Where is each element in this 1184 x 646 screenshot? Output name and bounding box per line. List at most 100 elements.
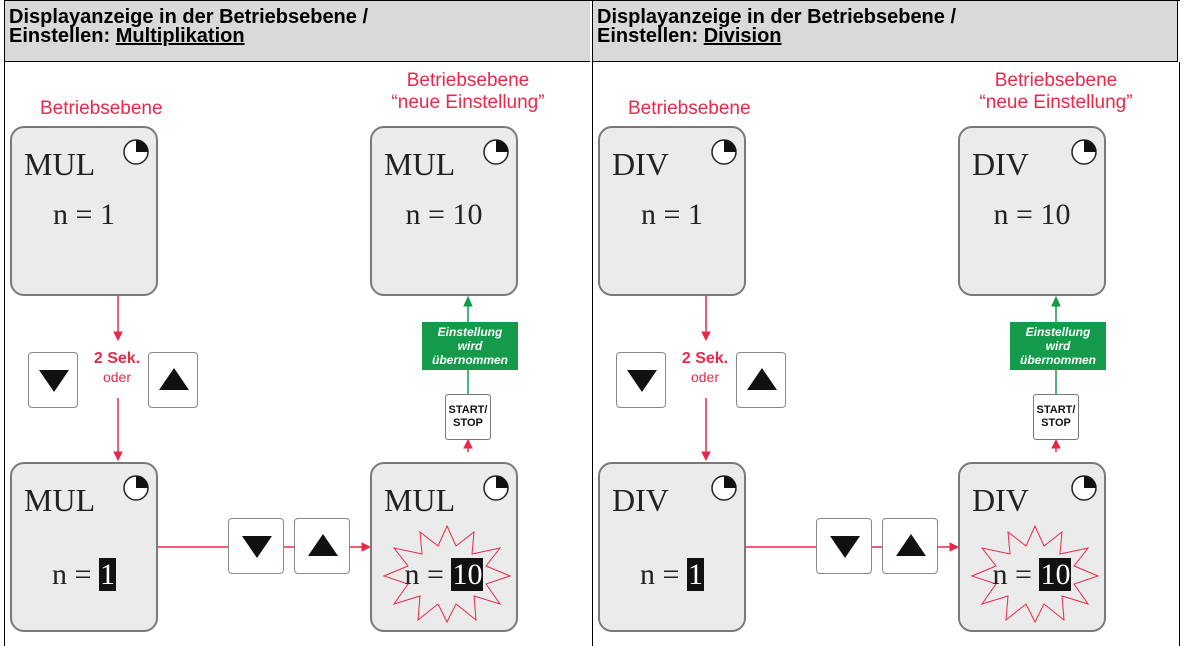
- triangle-down-icon: [39, 370, 69, 392]
- display-value: n = 10: [372, 558, 516, 592]
- up-button[interactable]: [148, 352, 198, 408]
- middle-divider: [592, 62, 593, 646]
- display-inverted-digits: 10: [1039, 558, 1072, 591]
- triangle-down-icon: [627, 370, 657, 392]
- panel-header: Displayanzeige in der Betriebsebene / Ei…: [4, 0, 590, 62]
- panel-multiplikation: Displayanzeige in der Betriebsebene / Ei…: [4, 0, 592, 646]
- triangle-up-icon: [159, 368, 189, 390]
- label-neu-line2: “neue Einstellung”: [979, 92, 1133, 113]
- triangle-down-icon: [242, 536, 272, 558]
- down-button[interactable]: [28, 352, 78, 408]
- display-prefix: n =: [404, 558, 452, 591]
- hold-hint: 2 Sek. oder: [670, 350, 740, 386]
- display-inverted-digit: 1: [686, 558, 704, 591]
- hold-seconds: 2 Sek.: [93, 350, 141, 367]
- display-prefix: n =: [52, 558, 99, 591]
- display-top-right: DIV n = 10: [958, 126, 1106, 296]
- header-prefix: Einstellen:: [597, 25, 704, 47]
- starburst-highlight-icon: [970, 524, 1100, 624]
- down-button[interactable]: [816, 518, 872, 574]
- display-mode: DIV: [612, 482, 669, 518]
- triangle-up-icon: [308, 534, 338, 556]
- clock-quarter-icon: [1071, 475, 1097, 501]
- arrow-confirm-to-top: [1051, 295, 1061, 322]
- confirm-note: Einstellung wird übernommen: [1010, 322, 1106, 370]
- triangle-up-icon: [896, 534, 926, 556]
- display-bottom-right: DIV n = 10: [958, 462, 1106, 632]
- start-stop-line-1: START/: [448, 404, 488, 416]
- display-bottom-left: DIV n = 1: [598, 462, 746, 632]
- start-stop-line-2: STOP: [1041, 417, 1071, 429]
- start-stop-button[interactable]: START/ STOP: [1033, 394, 1079, 440]
- display-value: n = 1: [53, 198, 115, 231]
- confirm-line-1: Einstellung: [1025, 325, 1091, 339]
- oder-label: oder: [690, 369, 720, 385]
- display-mode: MUL: [384, 146, 456, 182]
- display-mode: DIV: [972, 146, 1029, 182]
- display-value: n = 10: [960, 558, 1104, 592]
- confirm-line-3: übernommen: [1019, 353, 1096, 367]
- display-bottom-left: MUL n = 1: [10, 462, 158, 632]
- confirm-line-1: Einstellung: [437, 325, 503, 339]
- label-neu-line2: “neue Einstellung”: [391, 92, 545, 113]
- up-button[interactable]: [736, 352, 786, 408]
- label-betriebsebene: Betriebsebene: [40, 98, 163, 119]
- display-mode: MUL: [24, 146, 96, 182]
- start-stop-button[interactable]: START/ STOP: [445, 394, 491, 440]
- triangle-up-icon: [747, 368, 777, 390]
- oder-label: oder: [102, 369, 132, 385]
- up-button[interactable]: [294, 518, 350, 574]
- clock-quarter-icon: [483, 139, 509, 165]
- down-button[interactable]: [616, 352, 666, 408]
- panel-division: Displayanzeige in der Betriebsebene / Ei…: [592, 0, 1180, 646]
- clock-quarter-icon: [123, 139, 149, 165]
- arrow-bottom-to-updown: [158, 542, 372, 552]
- display-inverted-digit: 1: [98, 558, 116, 591]
- label-neu-line1: Betriebsebene: [406, 70, 530, 91]
- clock-quarter-icon: [1071, 139, 1097, 165]
- display-bottom-right: MUL n = 10: [370, 462, 518, 632]
- left-border: [4, 62, 5, 646]
- arrow-buttons-to-bottom: [701, 398, 711, 462]
- triangle-down-icon: [830, 536, 860, 558]
- header-line-2: Einstellen: Multiplikation: [9, 26, 245, 46]
- display-value: n = 10: [405, 198, 483, 231]
- display-value: n = 1: [641, 198, 703, 231]
- hold-hint: 2 Sek. oder: [82, 350, 152, 386]
- display-mode: MUL: [384, 482, 456, 518]
- display-prefix: n =: [640, 558, 687, 591]
- arrow-top-to-buttons: [701, 296, 711, 342]
- arrow-bottom-to-startstop: [1051, 438, 1061, 452]
- arrow-buttons-to-bottom: [113, 398, 123, 462]
- display-mode: MUL: [24, 482, 96, 518]
- header-mode: Multiplikation: [115, 25, 245, 47]
- header-line-1: Displayanzeige in der Betriebsebene /: [9, 6, 369, 28]
- confirm-note: Einstellung wird übernommen: [422, 322, 518, 370]
- clock-quarter-icon: [123, 475, 149, 501]
- arrow-bottom-to-updown: [746, 542, 960, 552]
- confirm-line-2: wird: [1045, 339, 1071, 353]
- header-prefix: Einstellen:: [9, 25, 116, 47]
- header-line-1: Displayanzeige in der Betriebsebene /: [597, 6, 957, 28]
- header-mode: Division: [703, 25, 782, 47]
- start-stop-line-1: START/: [1036, 404, 1076, 416]
- arrow-top-to-buttons: [113, 296, 123, 342]
- arrow-bottom-to-startstop: [463, 438, 473, 452]
- clock-quarter-icon: [711, 139, 737, 165]
- display-value: n = 1: [600, 558, 744, 592]
- start-stop-line-2: STOP: [453, 417, 483, 429]
- up-button[interactable]: [882, 518, 938, 574]
- display-top-left: DIV n = 1: [598, 126, 746, 296]
- display-prefix: n =: [992, 558, 1040, 591]
- display-value: n = 1: [12, 558, 156, 592]
- flow-arrows: [701, 295, 1061, 552]
- down-button[interactable]: [228, 518, 284, 574]
- panel-header: Displayanzeige in der Betriebsebene / Ei…: [592, 0, 1178, 62]
- flow-arrows: [113, 295, 473, 552]
- starburst-highlight-icon: [382, 524, 512, 624]
- hold-seconds: 2 Sek.: [681, 350, 729, 367]
- label-neu-line1: Betriebsebene: [994, 70, 1118, 91]
- display-inverted-digits: 10: [451, 558, 484, 591]
- header-line-2: Einstellen: Division: [597, 26, 782, 46]
